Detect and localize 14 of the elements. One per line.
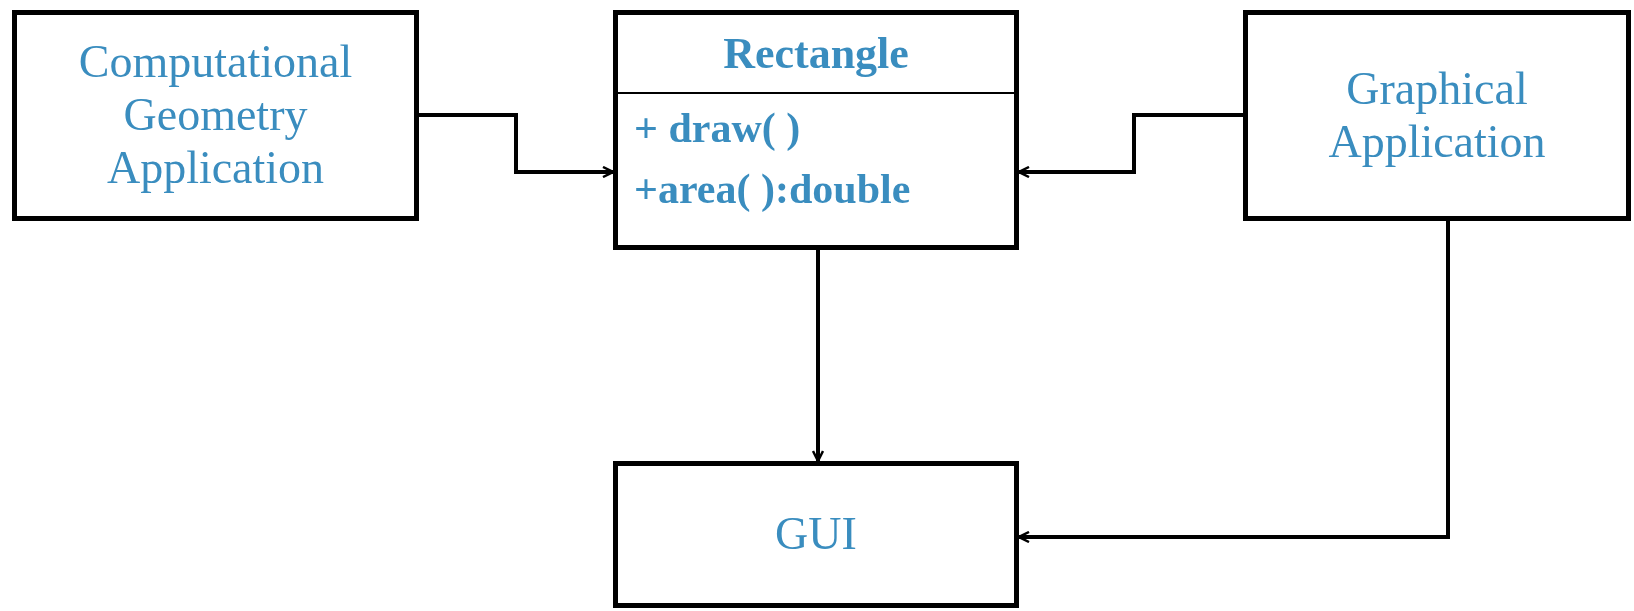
- method-text: + draw( ): [634, 104, 802, 153]
- method-text: +area( ):double: [634, 164, 912, 214]
- component-box: [613, 461, 1019, 608]
- component-box: [12, 10, 419, 221]
- arrow: [1017, 221, 1450, 544]
- arrow: [811, 250, 825, 463]
- arrow: [1017, 113, 1243, 179]
- class-box: [613, 10, 1019, 250]
- arrow: [419, 113, 615, 179]
- node-label: GUI: [775, 508, 857, 561]
- class-name: Rectangle: [723, 28, 909, 80]
- component-box: [1243, 10, 1631, 221]
- node-label: Graphical Application: [1327, 62, 1547, 169]
- node-label: Computational Geometry Application: [77, 36, 354, 195]
